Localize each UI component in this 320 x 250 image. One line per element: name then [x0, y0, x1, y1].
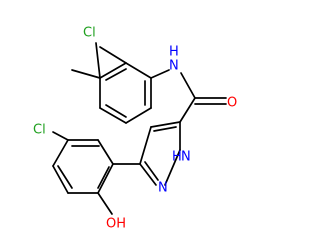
- bond: [144, 161, 159, 181]
- chemical-structure-diagram: Cl N H O Cl N N H OH: [33, 26, 237, 232]
- bond: [125, 107, 152, 124]
- bond: [139, 126, 152, 165]
- bond: [105, 104, 127, 118]
- chlorine-atom-label: Cl: [33, 123, 46, 138]
- atom-labels: Cl N H O Cl N N H OH: [33, 26, 237, 232]
- hydroxyl-label: OH: [106, 217, 126, 232]
- bond: [150, 69, 170, 79]
- bond: [97, 192, 113, 215]
- bond: [97, 139, 114, 165]
- bond: [57, 165, 73, 189]
- bond: [139, 163, 157, 186]
- bond: [125, 62, 152, 79]
- pyrazole-nitrogen-h-label: N: [181, 150, 191, 165]
- chlorine-atom-label: Cl: [83, 26, 96, 41]
- bond: [99, 46, 127, 64]
- bond: [180, 72, 196, 99]
- bond-lines: [52, 42, 227, 215]
- bond: [99, 62, 127, 79]
- bond: [150, 121, 181, 128]
- bond: [153, 126, 177, 132]
- pyrazole-hydrogen-label: H: [172, 150, 182, 165]
- amide-nitrogen-label: N: [169, 59, 179, 74]
- pyrazole-nitrogen-label: N: [158, 181, 168, 196]
- bond: [52, 139, 69, 167]
- bond: [164, 149, 181, 186]
- bond: [52, 131, 69, 141]
- bond: [71, 69, 101, 79]
- bond: [179, 97, 196, 123]
- bond: [52, 165, 69, 194]
- bond: [97, 166, 110, 189]
- amide-hydrogen-label: H: [169, 45, 179, 60]
- bond: [105, 68, 127, 81]
- carbonyl-oxygen-label: O: [227, 96, 237, 111]
- bond: [95, 42, 101, 79]
- bond: [97, 163, 114, 194]
- bond: [99, 107, 127, 124]
